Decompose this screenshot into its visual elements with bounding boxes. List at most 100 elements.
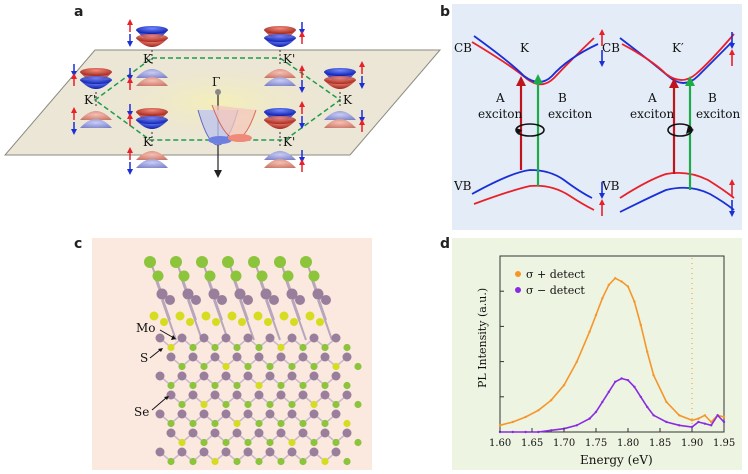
x-tick-label: 1.85 xyxy=(649,438,671,449)
se-atom xyxy=(178,362,186,371)
se-atom xyxy=(196,256,208,268)
se-atom xyxy=(343,381,351,390)
se-atom xyxy=(255,343,263,352)
data-point xyxy=(607,283,610,287)
se-atom xyxy=(308,270,320,282)
s-atom xyxy=(167,343,175,352)
vb-label-left: VB xyxy=(453,179,472,193)
mo-atom xyxy=(309,447,319,457)
band-diagram-k: CB VB K A exciton B exciton xyxy=(453,29,605,216)
plot-area xyxy=(498,258,726,434)
se-atom xyxy=(244,400,252,409)
mo-atom xyxy=(199,447,209,457)
data-point xyxy=(639,395,642,399)
s-atom xyxy=(211,457,219,466)
mo-atom xyxy=(232,352,242,362)
mo-atom xyxy=(199,409,209,419)
mo-atom xyxy=(269,295,279,305)
b-exciton-label-right-2: exciton xyxy=(696,107,740,121)
data-point xyxy=(524,415,527,419)
mo-atom xyxy=(265,333,275,343)
s-atom xyxy=(332,362,340,371)
mo-atom xyxy=(243,371,253,381)
se-atom xyxy=(178,270,190,282)
valley-label-k-bottom-left: K xyxy=(143,135,153,149)
se-atom xyxy=(178,400,186,409)
mo-atom xyxy=(298,352,308,362)
mo-atom xyxy=(254,390,264,400)
mo-atom xyxy=(342,428,352,438)
mo-atom xyxy=(155,371,165,381)
se-atom xyxy=(310,438,318,447)
data-point xyxy=(633,300,636,303)
se-atom xyxy=(211,419,219,428)
mo-atom xyxy=(177,371,187,381)
mo-atom xyxy=(265,409,275,419)
legend-sigma-minus: σ − detect xyxy=(526,284,585,297)
mo-atom xyxy=(155,409,165,419)
gamma-point: Γ xyxy=(197,75,257,178)
se-atom xyxy=(255,419,263,428)
se-atom xyxy=(332,400,340,409)
mo-atom xyxy=(276,390,286,400)
se-atom xyxy=(244,362,252,371)
se-atom xyxy=(266,438,274,447)
mo-atom xyxy=(208,288,220,300)
data-point xyxy=(626,285,630,288)
panel-c-letter: c xyxy=(74,236,83,252)
mo-atom xyxy=(342,352,352,362)
mo-atom xyxy=(217,295,227,305)
s-atom xyxy=(288,438,296,447)
mo-atom xyxy=(177,409,187,419)
cb-label-right: CB xyxy=(602,41,620,55)
se-atom xyxy=(189,419,197,428)
data-point xyxy=(511,420,514,424)
s-atom xyxy=(277,343,285,352)
data-point xyxy=(716,414,719,417)
mo-atom xyxy=(309,409,319,419)
se-atom xyxy=(354,400,362,409)
se-atom xyxy=(274,256,286,268)
se-atom xyxy=(248,256,260,268)
x-tick-label: 1.60 xyxy=(489,438,511,449)
gamma-label: Γ xyxy=(212,75,220,89)
mo-atom xyxy=(232,428,242,438)
mo-atom xyxy=(287,409,297,419)
x-tick-label: 1.90 xyxy=(681,438,703,449)
se-atom xyxy=(321,419,329,428)
band-diagram-kprime: CB VB K′ A exciton B exciton xyxy=(601,32,740,217)
s-atom xyxy=(238,318,246,326)
data-point xyxy=(652,414,655,417)
data-point xyxy=(697,420,700,424)
a-exciton-label-left-2: exciton xyxy=(478,107,522,121)
data-point xyxy=(511,430,514,434)
s-atom xyxy=(233,419,241,428)
mo-atom xyxy=(331,333,341,343)
mo-atom xyxy=(298,428,308,438)
legend: σ + detect σ − detect xyxy=(515,268,585,297)
data-point xyxy=(614,380,617,384)
s-atom xyxy=(149,311,159,321)
vb-label-right: VB xyxy=(601,179,620,193)
valley-label-k-right: K xyxy=(343,93,353,107)
mo-atom xyxy=(221,409,231,419)
data-point xyxy=(652,373,655,377)
mo-atom xyxy=(309,333,319,343)
mo-atom xyxy=(221,333,231,343)
legend-sigma-plus: σ + detect xyxy=(526,268,585,281)
spin-arrows-right xyxy=(729,32,735,217)
mo-atom xyxy=(182,288,194,300)
mo-atom xyxy=(295,295,305,305)
mo-atom xyxy=(155,447,165,457)
s-atom xyxy=(212,318,220,326)
data-point xyxy=(575,360,578,363)
s-atom xyxy=(200,400,208,409)
x-tick-label: 1.75 xyxy=(585,438,607,449)
mo-atom xyxy=(342,390,352,400)
panel-b-band-diagram: CB VB K A exciton B exciton CB VB K′ A e… xyxy=(452,4,742,230)
mo-atom xyxy=(287,333,297,343)
x-axis-label: Energy (eV) xyxy=(580,453,653,467)
data-point xyxy=(562,383,566,387)
se-atom xyxy=(288,400,296,409)
mo-atom xyxy=(243,333,253,343)
